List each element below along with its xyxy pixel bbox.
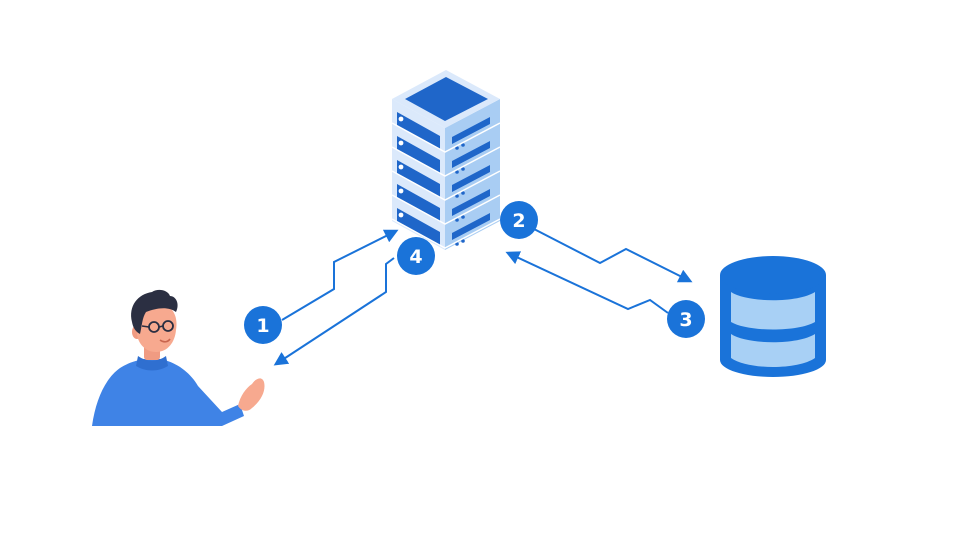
server-unit-separator xyxy=(391,170,501,201)
server-unit-dot xyxy=(455,146,459,150)
server-unit-slot xyxy=(452,165,490,192)
server-unit-dot xyxy=(461,239,465,243)
person-collar xyxy=(136,356,168,371)
step-badge-3: 3 xyxy=(667,300,705,338)
person-illustration xyxy=(92,289,265,426)
database-icon xyxy=(720,256,826,377)
server-unit-dot xyxy=(455,242,459,246)
step-badge-4-label: 4 xyxy=(409,246,422,268)
server-unit-panel xyxy=(397,160,440,198)
server-unit-led xyxy=(398,164,404,170)
server-unit-panel xyxy=(397,208,440,246)
server-unit-led xyxy=(398,116,404,122)
server-unit-panel xyxy=(397,112,440,150)
database-top xyxy=(720,256,826,294)
server-unit-dot xyxy=(461,191,465,195)
person-shirt xyxy=(92,358,244,426)
server-unit-slot xyxy=(452,213,490,240)
server-icon xyxy=(391,70,501,250)
server-unit-slot xyxy=(452,117,490,144)
server-unit-dot xyxy=(461,215,465,219)
server-unit-slot xyxy=(452,141,490,168)
server-unit-dot xyxy=(455,170,459,174)
step-badge-1: 1 xyxy=(244,306,282,344)
database-band-upper xyxy=(731,292,815,330)
step-badge-4: 4 xyxy=(397,237,435,275)
server-unit-dot xyxy=(461,143,465,147)
server-unit-separator xyxy=(391,218,501,249)
server-unit-separator xyxy=(391,122,501,153)
step-badge-2-label: 2 xyxy=(512,210,525,232)
arrow-response-to-person xyxy=(273,257,395,366)
person-mouth xyxy=(159,338,171,343)
server-unit-led xyxy=(398,212,404,218)
person-hair xyxy=(131,289,178,334)
server-unit-led xyxy=(398,140,404,146)
server-unit-panel xyxy=(397,184,440,222)
server-unit-dot xyxy=(455,194,459,198)
step-badge-3-label: 3 xyxy=(679,309,692,331)
server-top-panel xyxy=(405,77,488,121)
server-unit-separator xyxy=(391,146,501,177)
server-unit-led xyxy=(398,188,404,194)
arrow-request-to-server xyxy=(281,229,399,321)
person-glasses xyxy=(141,320,174,333)
server-unit-panel xyxy=(397,136,440,174)
arrow-result-to-server xyxy=(505,251,669,314)
server-unit-separator xyxy=(391,194,501,225)
server-unit-dot xyxy=(461,167,465,171)
server-unit-dot xyxy=(455,218,459,222)
arrow-query-to-database xyxy=(533,228,693,283)
person-head xyxy=(137,302,177,352)
server-unit-slot xyxy=(452,189,490,216)
person-hand xyxy=(238,378,265,411)
step-badge-2: 2 xyxy=(500,201,538,239)
database-band-lower xyxy=(731,334,815,367)
step-badge-1-label: 1 xyxy=(256,315,269,337)
